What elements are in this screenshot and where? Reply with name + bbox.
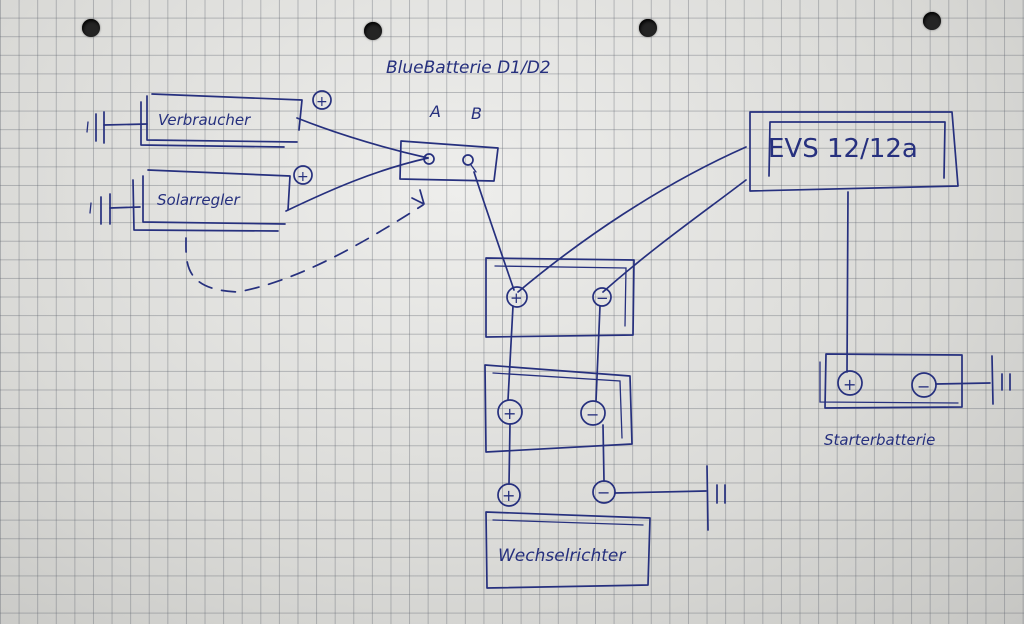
evs-component: EVS 12/12a <box>749 111 959 192</box>
svg-text:+: + <box>316 94 328 110</box>
wechselrichter-component: Wechselrichter + − <box>485 465 726 589</box>
solarregler-plus-terminal <box>293 165 313 185</box>
dashed-wire-arrowhead <box>411 189 425 205</box>
d1-plus-terminal <box>506 286 528 308</box>
punch-hole <box>923 12 941 30</box>
battery-protect-box: A B <box>399 102 499 182</box>
wire-d1-plus-to-d2-plus <box>507 305 514 401</box>
punch-hole <box>82 19 100 37</box>
svg-text:−: − <box>917 377 930 396</box>
verbraucher-component: Verbraucher + <box>86 90 332 148</box>
punch-hole <box>364 22 382 40</box>
wire-d2-plus-to-inverter <box>508 423 511 485</box>
svg-text:−: − <box>586 405 599 424</box>
wechselrichter-label: Wechselrichter <box>498 546 626 566</box>
d2-minus-terminal <box>580 400 606 426</box>
wire-d1-minus-to-d2-minus <box>595 305 601 402</box>
wire-d1-minus-to-evs <box>602 179 747 293</box>
svg-text:+: + <box>503 404 516 423</box>
terminal-label-a: A <box>429 102 441 121</box>
svg-text:−: − <box>597 483 610 502</box>
wire-solarregler-to-a <box>285 157 429 212</box>
starter-plus-terminal <box>837 370 863 396</box>
wire-d1-plus-to-evs <box>517 146 747 293</box>
starterbatterie-component: + − Starterbatterie <box>819 353 1011 449</box>
svg-text:−: − <box>596 289 609 307</box>
evs-label: EVS 12/12a <box>768 134 918 164</box>
battery-d1: + − <box>485 257 635 338</box>
d1-minus-terminal <box>592 287 612 307</box>
dashed-remote-wire <box>185 204 424 293</box>
solarregler-label: Solarregler <box>157 191 241 209</box>
wire-evs-to-starter-plus <box>846 191 849 373</box>
svg-text:+: + <box>843 375 856 394</box>
wire-d2-minus-to-inverter <box>602 424 605 482</box>
starter-minus-terminal <box>911 372 937 398</box>
battery-d2: + − <box>484 364 633 453</box>
terminal-b-stud <box>462 154 474 166</box>
svg-text:+: + <box>502 486 515 505</box>
solarregler-component: Solarregler + <box>89 165 313 232</box>
svg-text:+: + <box>510 289 523 307</box>
wire-verbraucher-to-a <box>296 117 429 159</box>
starterbatterie-label: Starterbatterie <box>824 431 935 449</box>
verbraucher-plus-terminal <box>312 90 332 110</box>
wire-b-to-d1-plus <box>473 171 515 291</box>
svg-text:+: + <box>297 169 309 185</box>
punch-hole <box>639 19 657 37</box>
diagram-title: BlueBatterie D1/D2 <box>386 58 551 78</box>
terminal-label-b: B <box>471 104 482 123</box>
verbraucher-label: Verbraucher <box>158 111 251 129</box>
